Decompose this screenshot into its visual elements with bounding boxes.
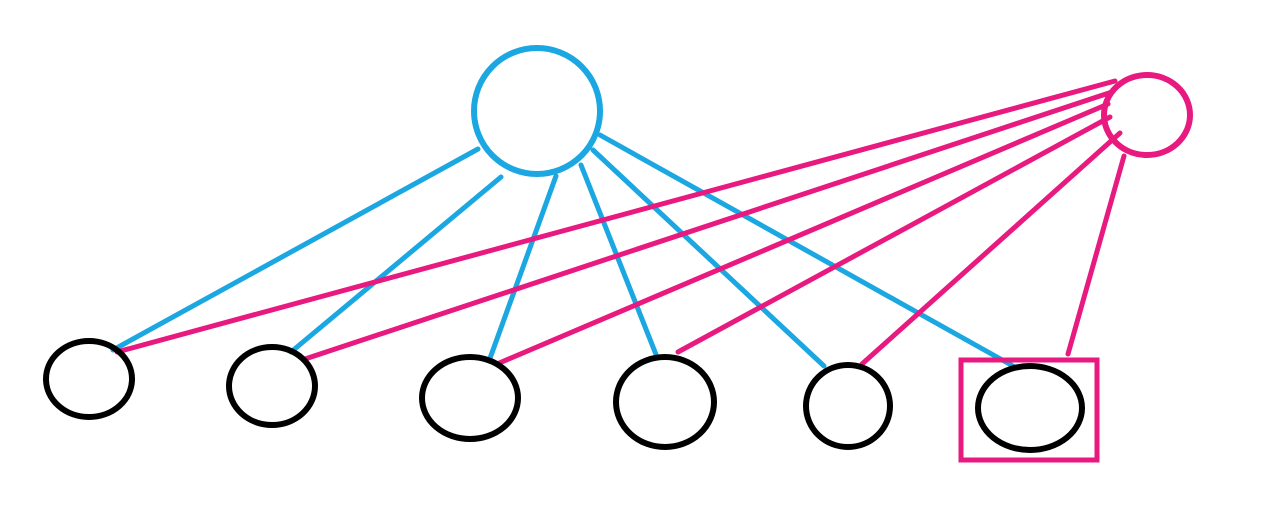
blue-edges bbox=[110, 132, 1016, 369]
leaf-node-6 bbox=[975, 363, 1085, 453]
edge-blue-hub-leaf-3 bbox=[486, 173, 559, 364]
edge-blue-hub-leaf-4 bbox=[578, 162, 660, 360]
leaf-node-4 bbox=[613, 354, 717, 450]
edge-blue-hub-leaf-1 bbox=[110, 146, 481, 353]
blue-hub-node bbox=[471, 45, 603, 177]
pink-hub-node bbox=[1101, 72, 1193, 158]
leaf-node-3 bbox=[419, 354, 521, 442]
edge-pink-hub-leaf-3 bbox=[494, 101, 1111, 367]
leaf-nodes bbox=[43, 338, 1085, 453]
edge-pink-hub-leaf-4 bbox=[675, 114, 1113, 355]
edge-pink-hub-leaf-2 bbox=[302, 89, 1115, 362]
edge-pink-hub-leaf-1 bbox=[114, 78, 1118, 355]
edge-pink-hub-leaf-6 bbox=[1065, 153, 1127, 357]
highlight-box bbox=[958, 357, 1100, 463]
edge-pink-hub-leaf-5 bbox=[859, 130, 1123, 367]
edge-blue-hub-leaf-2 bbox=[288, 174, 504, 355]
leaf-node-1 bbox=[43, 338, 135, 420]
pink-edges bbox=[114, 78, 1127, 367]
edge-blue-hub-leaf-6 bbox=[597, 132, 1016, 369]
leaf-node-5 bbox=[803, 362, 893, 450]
leaf-node-2 bbox=[226, 344, 318, 428]
edge-blue-hub-leaf-5 bbox=[590, 147, 827, 369]
